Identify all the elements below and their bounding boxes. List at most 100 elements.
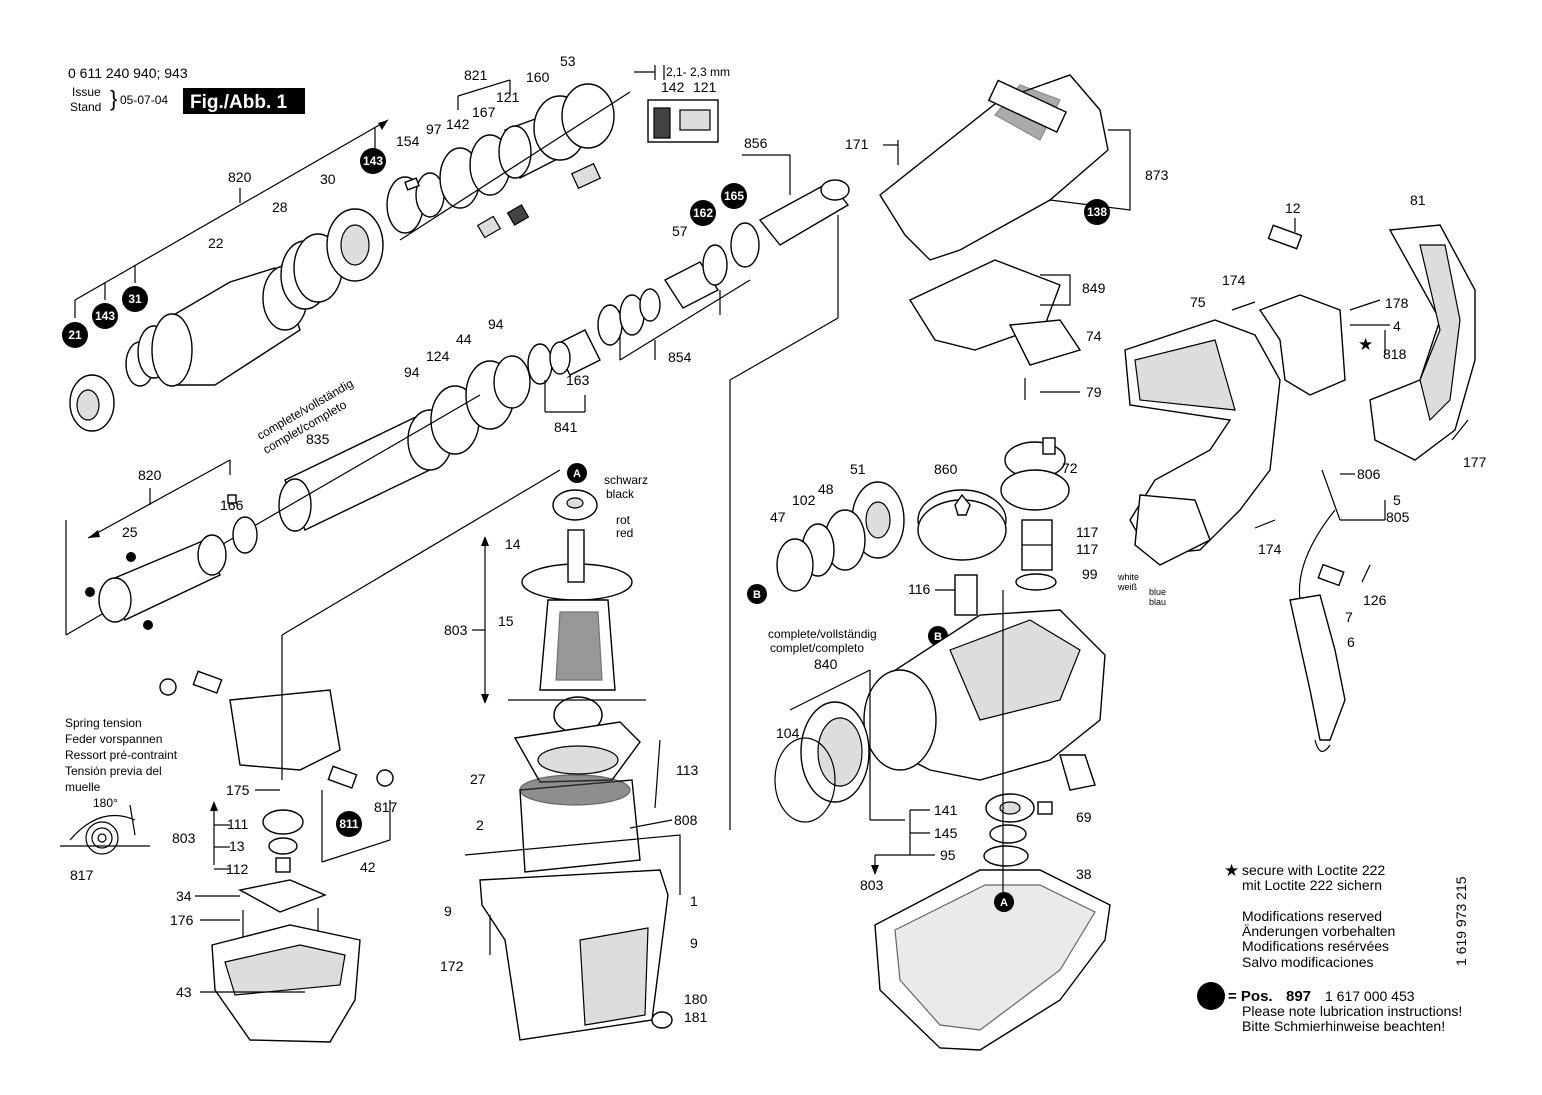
- brush-12: [1267, 224, 1303, 250]
- nut-47: [776, 538, 814, 592]
- callout-34: 34: [176, 888, 192, 904]
- callout-818: 818: [1383, 346, 1407, 362]
- callout-167: 167: [472, 104, 496, 120]
- plate-74: [1008, 319, 1082, 366]
- spring-note-es: Tensión previa del: [65, 764, 162, 778]
- callout-14: 14: [505, 536, 521, 552]
- selector-knob: [987, 79, 1068, 133]
- svg-text:A: A: [573, 468, 581, 480]
- complete-label-2a: complete/vollständig: [768, 627, 877, 641]
- wire-label-rot: rot: [616, 513, 631, 527]
- svg-text:143: 143: [95, 309, 115, 323]
- callout-803-brush: 803: [172, 830, 196, 846]
- callout-6: 6: [1347, 634, 1355, 650]
- callout-43: 43: [176, 984, 192, 1000]
- callout-163: 163: [566, 372, 590, 388]
- callout-124: 124: [426, 348, 450, 364]
- badge-811: 811: [336, 811, 362, 837]
- marker-a-top: A: [567, 463, 587, 483]
- cap-53: [561, 83, 615, 149]
- badge-165: 165: [721, 183, 747, 209]
- spring-note-es-2: muelle: [65, 780, 101, 794]
- switch-4: [1258, 294, 1346, 396]
- callout-841: 841: [554, 419, 578, 435]
- part-numbers: 0 611 240 940; 943: [68, 65, 188, 81]
- brush-holder: [229, 689, 341, 771]
- doc-number: 1 619 973 215: [1453, 876, 1469, 966]
- callout-13: 13: [229, 838, 245, 854]
- callout-72: 72: [1062, 460, 1078, 476]
- callout-803-housing: 803: [860, 877, 884, 893]
- callout-121-inset: 121: [693, 79, 717, 95]
- callout-117-a: 117: [1076, 524, 1099, 540]
- wire-label-black: black: [606, 487, 635, 501]
- callout-820-upper: 820: [228, 169, 252, 185]
- callout-30: 30: [320, 171, 336, 187]
- note-mod-de: Änderungen vorbehalten: [1242, 923, 1395, 939]
- o-ring-104: [774, 737, 836, 823]
- note-loctite-de: mit Loctite 222 sichern: [1242, 877, 1382, 893]
- screw-113: [654, 739, 661, 809]
- badge-31: 31: [122, 286, 148, 312]
- spring-diagram: [60, 804, 150, 855]
- wire-label-schwarz: schwarz: [604, 473, 648, 487]
- clamp-7: [1317, 563, 1345, 587]
- badge-143-lower: 143: [92, 303, 118, 329]
- angle-label: 180°: [93, 796, 118, 810]
- callout-808: 808: [674, 812, 698, 828]
- callout-113: 113: [676, 762, 699, 778]
- lube-dot-icon: [1197, 982, 1225, 1010]
- callout-805: 805: [1386, 509, 1410, 525]
- callout-840: 840: [814, 656, 838, 672]
- callout-53: 53: [560, 53, 576, 69]
- svg-text:811: 811: [339, 817, 359, 831]
- callout-79: 79: [1086, 384, 1102, 400]
- bushing-116: [954, 574, 978, 616]
- callout-38: 38: [1076, 866, 1092, 882]
- callout-111: 111: [227, 816, 248, 832]
- callout-177: 177: [1463, 454, 1487, 470]
- complete-label-2b: complet/completo: [770, 641, 864, 655]
- screw-174-b: [1254, 519, 1276, 529]
- svg-text:165: 165: [724, 189, 744, 203]
- wire-label-red: red: [616, 526, 633, 540]
- note-lub-de: Bitte Schmierhinweise beachten!: [1242, 1018, 1445, 1034]
- badge-138: 138: [1084, 199, 1110, 225]
- badge-143-upper: 143: [360, 148, 386, 174]
- badge-162: 162: [690, 200, 716, 226]
- callout-99: 99: [1082, 566, 1098, 582]
- callout-806: 806: [1357, 466, 1381, 482]
- gap-spec: 2,1- 2,3 mm: [666, 65, 730, 79]
- callout-160: 160: [526, 69, 550, 85]
- callout-873: 873: [1145, 167, 1169, 183]
- note-pos-label: = Pos.: [1228, 988, 1273, 1005]
- callout-28: 28: [272, 199, 288, 215]
- callout-175: 175: [226, 782, 250, 798]
- callout-9-a: 9: [444, 903, 452, 919]
- note-pos-part: 1 617 000 453: [1325, 988, 1415, 1004]
- callout-102: 102: [792, 492, 816, 508]
- callout-95: 95: [940, 847, 956, 863]
- callout-4: 4: [1393, 318, 1401, 334]
- part-111: [262, 809, 304, 835]
- callout-94-b: 94: [404, 364, 420, 380]
- callout-142-inset: 142: [661, 79, 685, 95]
- callout-94-a: 94: [488, 316, 504, 332]
- callout-817-b: 817: [70, 867, 94, 883]
- spring-note-fr: Ressort pré-contraint: [65, 748, 178, 762]
- note-lub-en: Please note lubrication instructions!: [1242, 1003, 1462, 1019]
- callout-126: 126: [1363, 592, 1387, 608]
- callout-174-top: 174: [1222, 272, 1246, 288]
- plug-180: [651, 1011, 673, 1029]
- callout-51: 51: [850, 461, 866, 477]
- callout-1: 1: [690, 893, 698, 909]
- ring-145: [989, 824, 1027, 844]
- svg-text:21: 21: [68, 328, 82, 342]
- callout-42: 42: [360, 859, 376, 875]
- washer-99: [1015, 573, 1057, 591]
- callout-104: 104: [776, 725, 800, 741]
- callout-145: 145: [934, 825, 958, 841]
- figure-label: Fig./Abb. 1: [190, 92, 288, 113]
- assembly-axis-line: [74, 119, 389, 301]
